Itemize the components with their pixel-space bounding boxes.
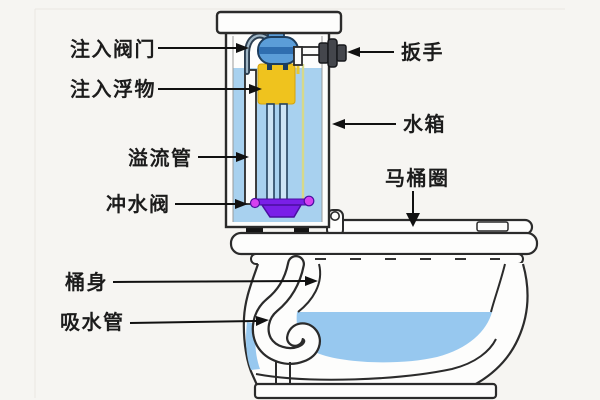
water-tank-group xyxy=(215,10,347,232)
frame-line xyxy=(34,8,565,398)
arrow-right-icon xyxy=(249,84,262,94)
trap-water xyxy=(246,322,260,370)
seat-hinge-pin xyxy=(329,211,340,222)
flush-handle xyxy=(318,38,347,68)
bowl-cavity-left xyxy=(297,263,322,313)
fill-valve-leg-right xyxy=(283,63,288,70)
callout-bowl-body xyxy=(112,280,306,283)
tank-lid xyxy=(215,10,343,35)
bowl-outline-right xyxy=(473,263,529,386)
trap-outlet xyxy=(275,361,291,385)
callout-intake-pipe xyxy=(129,320,257,324)
arrow-right-icon xyxy=(305,276,318,286)
toilet-body-group xyxy=(229,209,539,400)
tank-inner-wall xyxy=(232,36,323,222)
label-water-tank: 水箱 xyxy=(403,112,446,136)
toilet-seat-ring xyxy=(229,231,539,256)
arrow-right-icon xyxy=(235,199,248,209)
flush-handle-knob xyxy=(336,44,347,62)
bowl-cavity-right xyxy=(490,263,506,313)
flush-valve-bar xyxy=(251,198,313,206)
label-bowl-body: 桶身 xyxy=(65,270,108,294)
label-intake-pipe: 吸水管 xyxy=(60,310,125,334)
arrow-right-icon xyxy=(236,152,249,162)
seat-lid-detail xyxy=(476,221,509,232)
label-toilet-seat: 马桶圈 xyxy=(385,166,450,190)
label-overflow-pipe: 溢流管 xyxy=(128,146,193,170)
flush-handle-plate xyxy=(327,38,338,68)
flush-valve-seal-right xyxy=(303,195,315,207)
arrow-right-icon xyxy=(256,316,269,326)
bowl-water xyxy=(296,312,492,363)
arrow-down-icon xyxy=(406,213,420,227)
label-handle: 扳手 xyxy=(401,40,444,64)
trap-pipe xyxy=(253,257,319,363)
label-flush-valve: 冲水阀 xyxy=(106,193,171,216)
fill-valve-band xyxy=(259,47,297,54)
fill-float xyxy=(257,63,296,105)
fill-valve-leg-left xyxy=(267,63,272,70)
flush-valve-seal-left xyxy=(249,197,261,209)
handle-rod-vertical xyxy=(293,46,303,66)
labels-group: 注入阀门 注入浮物 溢流管 冲水阀 桶身 吸水管 扳手 水箱 马桶圈 xyxy=(60,37,450,334)
arrow-left-icon xyxy=(332,119,345,129)
label-fill-float: 注入浮物 xyxy=(70,77,156,101)
label-fill-valve: 注入阀门 xyxy=(70,37,156,61)
arrow-right-icon xyxy=(236,43,249,53)
bowl-shell-bottom xyxy=(255,338,497,381)
valve-shaft-left xyxy=(266,103,275,201)
flush-handle-flange xyxy=(318,42,329,64)
toilet-base xyxy=(253,382,498,400)
valve-shaft-right xyxy=(279,103,288,201)
flush-valve-cup xyxy=(260,204,303,218)
arrow-left-icon xyxy=(347,47,360,57)
